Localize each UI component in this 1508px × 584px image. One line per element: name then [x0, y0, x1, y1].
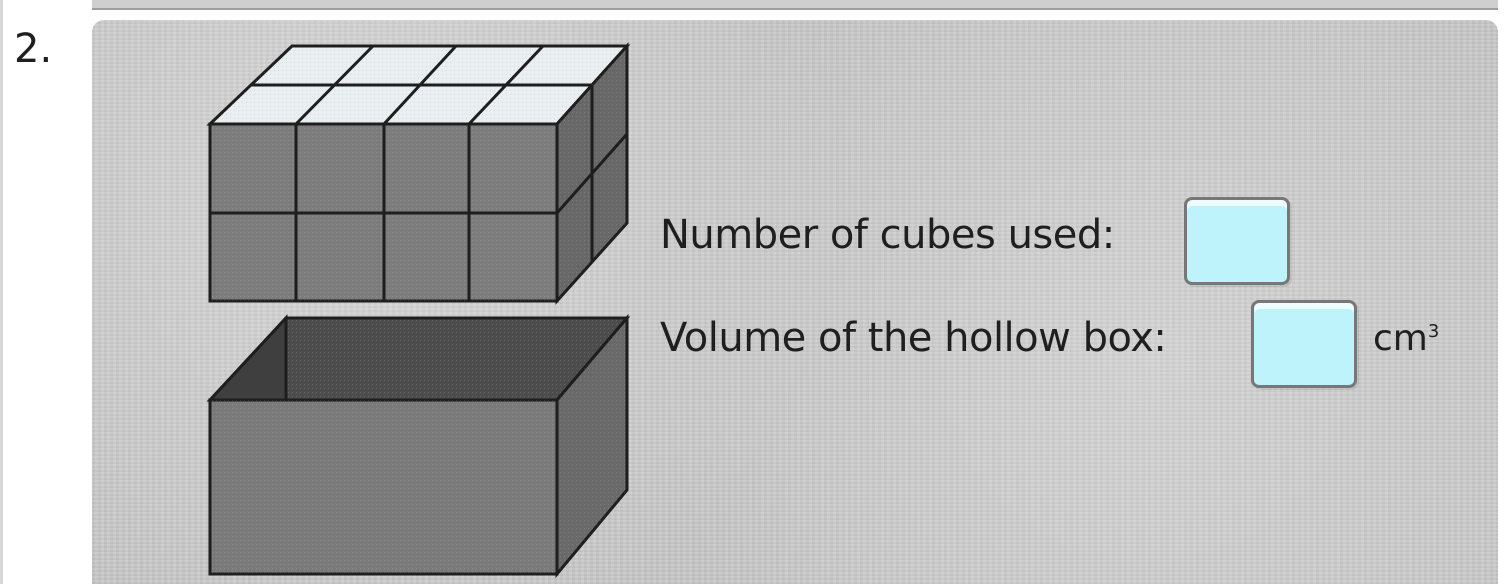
- cubes-and-box-illustration: [206, 42, 631, 579]
- unit-cube-stack: [206, 42, 631, 305]
- question-panel: Number of cubes used: Volume of the holl…: [92, 20, 1498, 584]
- top-separator: [92, 0, 1498, 10]
- volume-unit-base: cm: [1373, 318, 1428, 359]
- cubes-used-answer-box[interactable]: [1184, 197, 1290, 285]
- hollow-box-inner-side: [206, 314, 288, 402]
- volume-unit: cm3: [1373, 318, 1439, 359]
- hollow-box-volume-answer-box[interactable]: [1251, 300, 1357, 388]
- left-margin-line: [0, 0, 3, 584]
- cubes-used-label: Number of cubes used:: [660, 212, 1115, 258]
- hollow-box-volume-label: Volume of the hollow box:: [660, 315, 1167, 361]
- question-number: 2.: [14, 26, 53, 72]
- volume-unit-exponent: 3: [1427, 321, 1440, 342]
- hollow-box: [206, 313, 631, 579]
